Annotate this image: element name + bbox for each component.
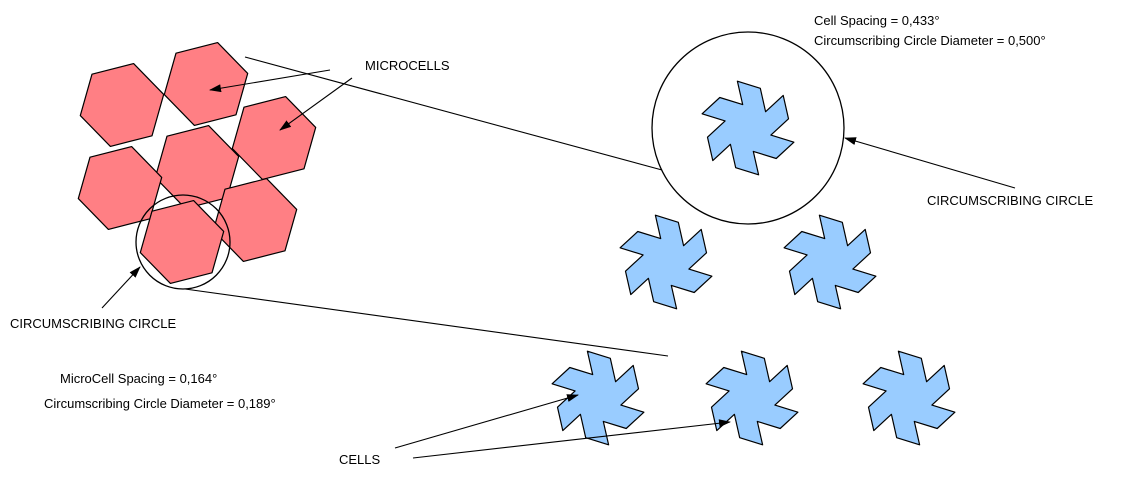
cell-shape bbox=[705, 350, 799, 446]
cells-arrow-1 bbox=[394, 394, 579, 449]
microcell-hexagon bbox=[163, 41, 249, 127]
circle-arrow-left bbox=[101, 266, 141, 309]
cell-shape bbox=[551, 350, 645, 446]
cell-shape bbox=[619, 214, 713, 310]
cell-shape bbox=[783, 214, 877, 310]
microcell-hexagon bbox=[139, 200, 225, 284]
cell-spacing-text: Cell Spacing = 0,433° bbox=[814, 13, 940, 28]
microcell-hexagon bbox=[231, 95, 317, 180]
projection-line-upper bbox=[244, 56, 663, 171]
cell-shape bbox=[701, 80, 795, 176]
microcell-circumscribing-circle bbox=[135, 194, 231, 290]
microcell-spacing-text: MicroCell Spacing = 0,164° bbox=[60, 371, 217, 386]
cell-circumscribing-circle bbox=[651, 31, 845, 225]
microcells-label: MICROCELLS bbox=[365, 58, 450, 73]
circle-arrow-right bbox=[844, 137, 1016, 189]
cell-circle-diameter-text: Circumscribing Circle Diameter = 0,500° bbox=[814, 33, 1046, 48]
cells-cluster bbox=[551, 80, 956, 446]
cells-arrow-2 bbox=[412, 419, 731, 459]
cell-shape bbox=[862, 350, 956, 446]
microcells-cluster bbox=[77, 41, 317, 284]
microcells-arrow-1 bbox=[209, 69, 331, 93]
microcell-hexagon bbox=[79, 62, 165, 147]
microcell-circle-diameter-text: Circumscribing Circle Diameter = 0,189° bbox=[44, 396, 276, 411]
microcell-hexagon bbox=[77, 146, 163, 230]
cells-label: CELLS bbox=[339, 452, 381, 467]
circumscribing-circle-label-right: CIRCUMSCRIBING CIRCLE bbox=[927, 193, 1093, 208]
microcell-hexagon bbox=[212, 178, 298, 262]
circumscribing-circle-label-left: CIRCUMSCRIBING CIRCLE bbox=[10, 316, 176, 331]
microcells-arrow-2 bbox=[279, 77, 353, 131]
projection-line-lower bbox=[184, 288, 669, 357]
